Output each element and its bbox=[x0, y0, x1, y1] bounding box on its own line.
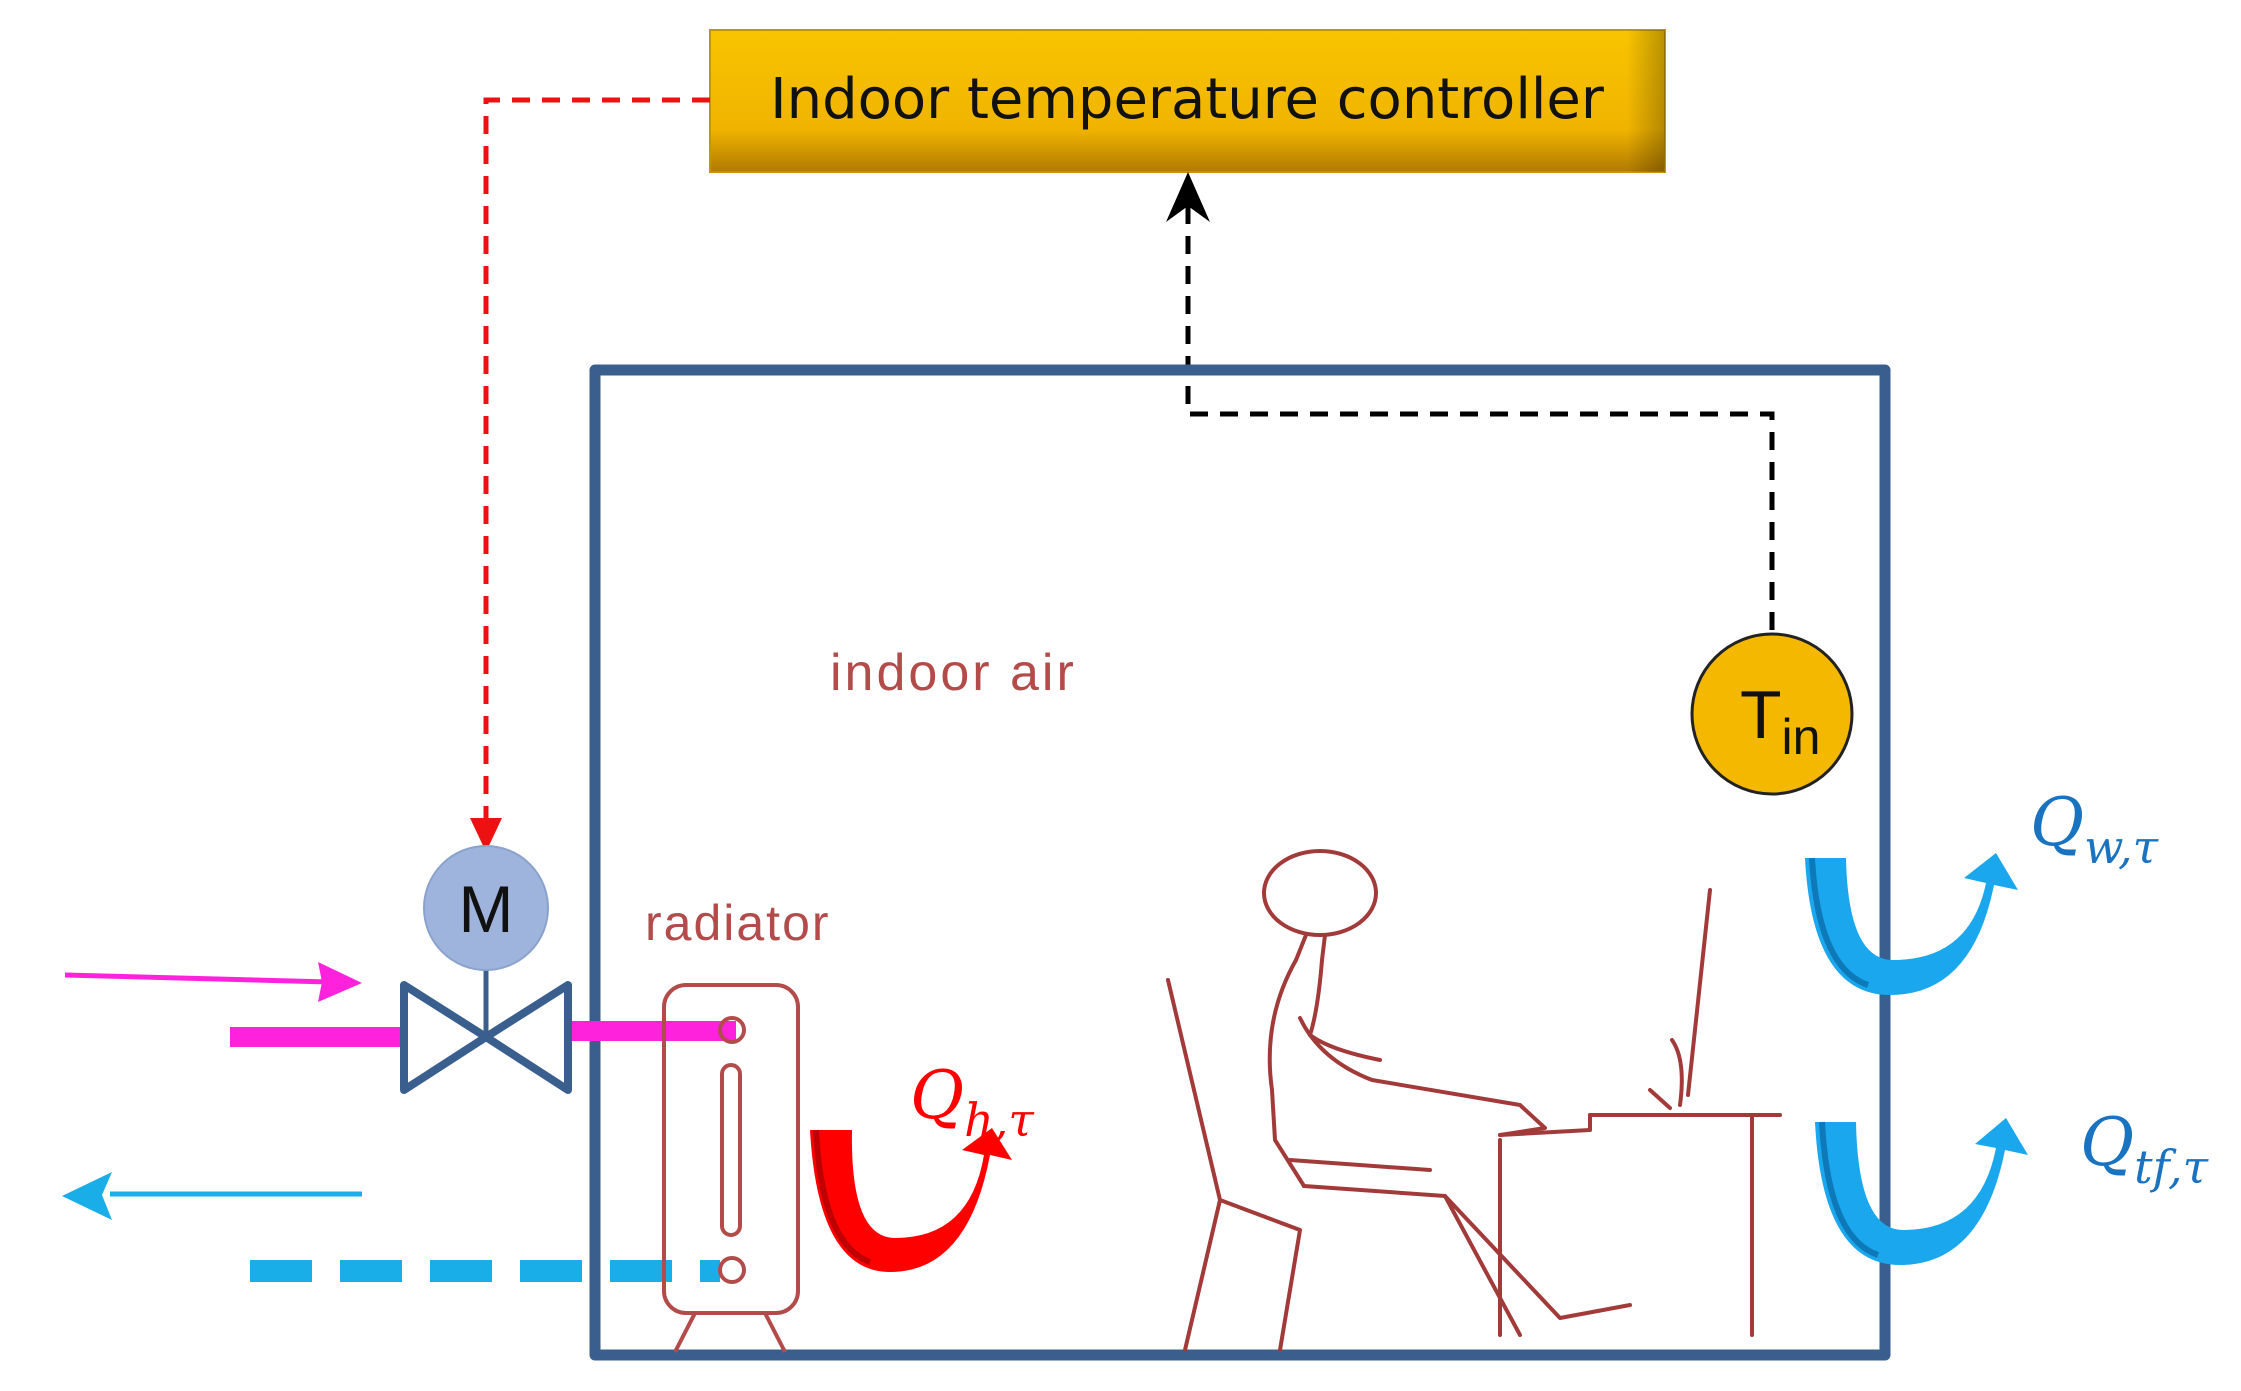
wall-flow-main: Q bbox=[2030, 784, 2084, 861]
transfer-flow-main: Q bbox=[2080, 1104, 2134, 1181]
sensor-sub: in bbox=[1782, 709, 1821, 765]
indoor-temperature-controller: Indoor temperature controller bbox=[709, 29, 1666, 173]
transfer-flow-sub: tf,τ bbox=[2134, 1140, 2209, 1194]
actuator-label: M bbox=[459, 872, 514, 946]
heating-heat-flow: Qh,τ bbox=[810, 1057, 1035, 1272]
wall-heat-flow: Qw,τ bbox=[1805, 784, 2160, 995]
person-head bbox=[1262, 849, 1378, 937]
heating-flow-sub: h,τ bbox=[964, 1093, 1035, 1147]
control-valve: M bbox=[400, 845, 572, 1094]
supply-pipe bbox=[64, 962, 736, 1047]
supply-arrowhead bbox=[318, 962, 362, 1002]
indoor-air-label: indoor air bbox=[830, 644, 1077, 702]
svg-text:Qh,τ: Qh,τ bbox=[910, 1057, 1035, 1147]
motor-actuator: M bbox=[423, 845, 549, 971]
heating-flow-main: Q bbox=[910, 1057, 964, 1134]
temperature-sensor: Tin bbox=[1690, 632, 1854, 796]
sensor-main: T bbox=[1740, 677, 1782, 753]
measurement-arrowhead bbox=[1166, 172, 1210, 222]
control-signal-arrowhead bbox=[470, 818, 502, 852]
svg-text:Tin: Tin bbox=[1740, 677, 1820, 765]
return-pipe bbox=[62, 1172, 720, 1282]
svg-text:Qtf,τ: Qtf,τ bbox=[2080, 1104, 2210, 1194]
transfer-heat-flow: Qtf,τ bbox=[1815, 1104, 2210, 1265]
control-signal-line bbox=[470, 97, 710, 852]
return-arrowhead bbox=[62, 1172, 112, 1220]
svg-text:Qw,τ: Qw,τ bbox=[2030, 784, 2160, 874]
controller-label: Indoor temperature controller bbox=[770, 67, 1605, 132]
radiator bbox=[662, 983, 800, 1353]
measurement-signal-line bbox=[1166, 172, 1775, 630]
wall-flow-sub: w,τ bbox=[2084, 820, 2160, 874]
room-boundary bbox=[589, 364, 1891, 1361]
radiator-label: radiator bbox=[645, 895, 831, 951]
person-at-desk bbox=[1166, 849, 1782, 1352]
